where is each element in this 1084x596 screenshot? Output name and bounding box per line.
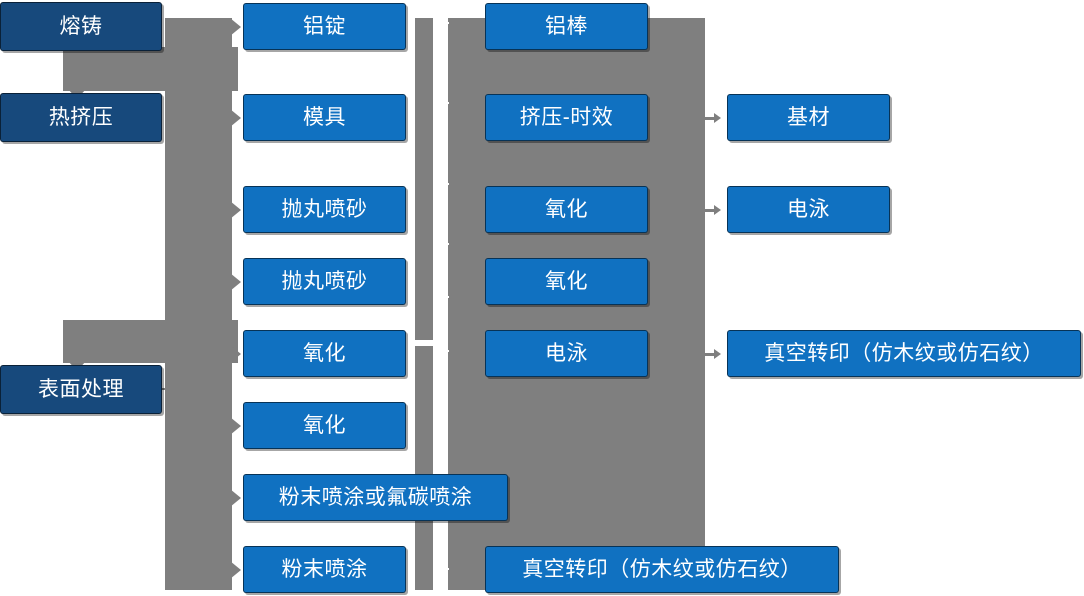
- stage-box-surface-treatment[interactable]: 表面处理: [0, 365, 162, 414]
- input-box-shot-blasting-2[interactable]: 抛丸喷砂: [243, 258, 406, 305]
- output-box-substrate[interactable]: 基材: [727, 94, 890, 141]
- node-label: 粉末喷涂或氟碳喷涂: [278, 486, 473, 509]
- node-label: 电泳: [787, 198, 830, 221]
- node-label: 铝棒: [545, 15, 588, 38]
- node-label: 基材: [787, 106, 830, 129]
- process-box-aluminum-bar[interactable]: 铝棒: [485, 3, 648, 50]
- input-box-oxidation-2[interactable]: 氧化: [243, 402, 406, 449]
- node-label: 氧化: [545, 270, 588, 293]
- connector-lane-left: [165, 18, 232, 590]
- node-label: 氧化: [303, 414, 346, 437]
- connector-lane-middle: [415, 18, 433, 590]
- node-label: 熔铸: [59, 15, 103, 38]
- lane-divider: [415, 340, 433, 346]
- tick-line: [433, 243, 449, 245]
- arrow-right-icon: [705, 349, 721, 359]
- input-box-oxidation-1[interactable]: 氧化: [243, 330, 406, 377]
- node-label: 电泳: [545, 342, 588, 365]
- output-box-electrophoresis[interactable]: 电泳: [727, 186, 890, 233]
- node-label: 真空转印（仿木纹或仿石纹）: [764, 342, 1044, 365]
- connector-band-stage3: [63, 320, 238, 363]
- node-label: 粉末喷涂: [281, 558, 368, 581]
- node-label: 挤压-时效: [519, 106, 614, 129]
- input-box-mold[interactable]: 模具: [243, 94, 406, 141]
- arrow-right-icon: [230, 18, 241, 36]
- node-label: 氧化: [303, 342, 346, 365]
- arrow-right-icon: [705, 205, 721, 215]
- tick-line: [433, 296, 449, 298]
- tick-line: [433, 183, 449, 185]
- process-box-oxidation-1[interactable]: 氧化: [485, 186, 648, 233]
- tick-line: [433, 102, 449, 104]
- arrow-right-icon: [230, 345, 241, 363]
- tick-line: [433, 350, 449, 352]
- node-label: 抛丸喷砂: [281, 198, 368, 221]
- input-box-aluminum-ingot[interactable]: 铝锭: [243, 3, 406, 50]
- tick-line: [433, 568, 449, 570]
- node-label: 真空转印（仿木纹或仿石纹）: [522, 558, 802, 581]
- tick-line: [433, 22, 449, 24]
- input-box-powder-or-fluorocarbon-coating[interactable]: 粉末喷涂或氟碳喷涂: [243, 474, 508, 521]
- node-label: 铝锭: [303, 15, 346, 38]
- node-label: 热挤压: [48, 106, 114, 129]
- node-label: 抛丸喷砂: [281, 270, 368, 293]
- arrow-right-icon: [230, 417, 241, 435]
- arrow-right-icon: [230, 561, 241, 579]
- stage-box-hot-extrusion[interactable]: 热挤压: [0, 93, 162, 142]
- process-box-vacuum-transfer-printing[interactable]: 真空转印（仿木纹或仿石纹）: [485, 546, 839, 593]
- connector-stub-stage3: [160, 388, 202, 390]
- arrow-right-icon: [230, 273, 241, 291]
- process-box-extrusion-aging[interactable]: 挤压-时效: [485, 94, 648, 141]
- node-label: 表面处理: [38, 378, 124, 401]
- output-box-vacuum-transfer-printing[interactable]: 真空转印（仿木纹或仿石纹）: [727, 330, 1081, 377]
- input-box-shot-blasting-1[interactable]: 抛丸喷砂: [243, 186, 406, 233]
- input-box-powder-coating[interactable]: 粉末喷涂: [243, 546, 406, 593]
- process-box-electrophoresis[interactable]: 电泳: [485, 330, 648, 377]
- node-label: 模具: [303, 106, 346, 129]
- node-label: 氧化: [545, 198, 588, 221]
- arrow-right-icon: [705, 113, 721, 123]
- stage-box-melting[interactable]: 熔铸: [0, 2, 162, 51]
- arrow-right-icon: [230, 109, 241, 127]
- process-box-oxidation-2[interactable]: 氧化: [485, 258, 648, 305]
- arrow-right-icon: [230, 489, 241, 507]
- arrow-right-icon: [230, 201, 241, 219]
